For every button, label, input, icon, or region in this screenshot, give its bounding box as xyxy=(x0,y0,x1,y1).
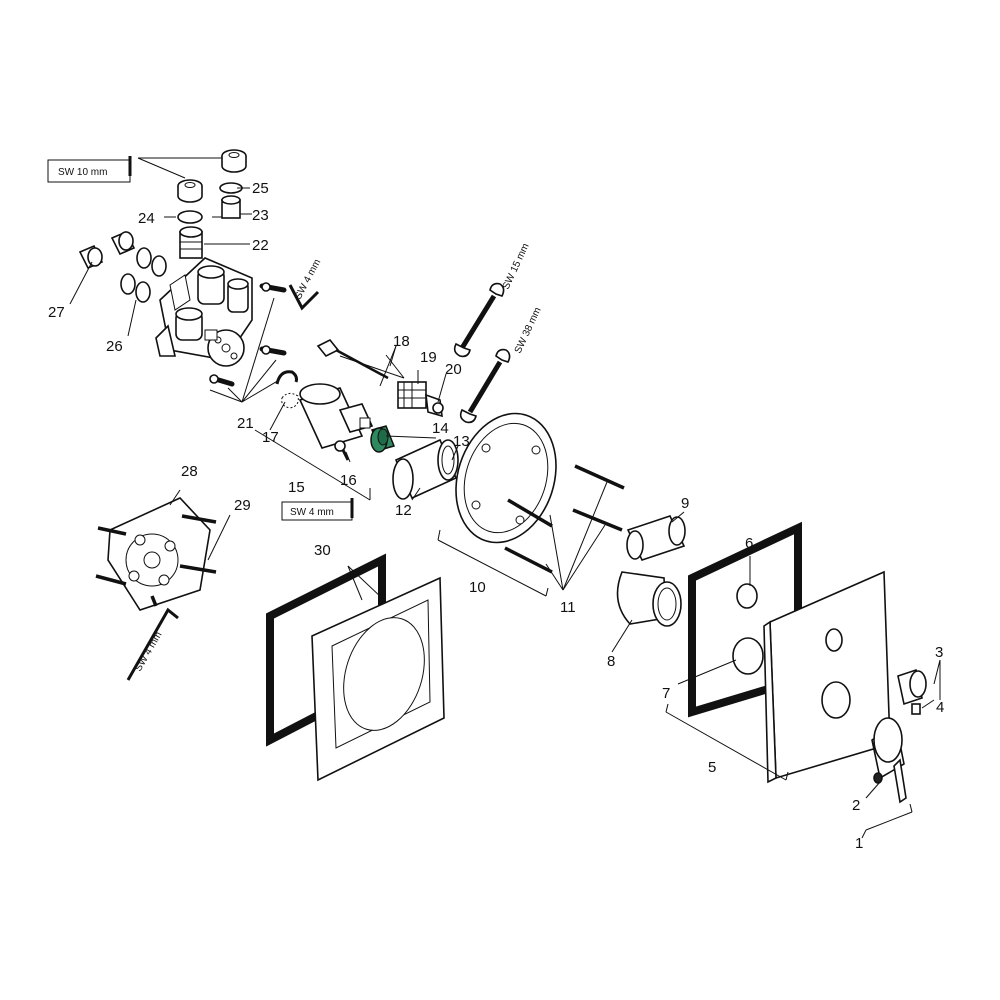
ring-14 xyxy=(370,425,396,453)
sleeve-12 xyxy=(392,438,459,500)
label-19: 19 xyxy=(420,349,437,366)
oring-24 xyxy=(177,210,203,224)
sw4-low-label: SW 4 mm xyxy=(133,630,164,674)
screws-21 xyxy=(209,282,287,403)
label-23: 23 xyxy=(252,207,269,224)
label-4: 4 xyxy=(936,699,944,716)
label-5: 5 xyxy=(708,759,716,776)
label-27: 27 xyxy=(48,304,65,321)
wrench-sw38: SW 38 mm xyxy=(459,306,544,424)
insert-20 xyxy=(425,393,444,418)
grub-screw-4 xyxy=(911,703,921,715)
screws-29 xyxy=(95,489,231,607)
label-30: 30 xyxy=(314,542,331,559)
cap-24-top xyxy=(177,179,203,203)
sleeve-27b xyxy=(78,244,104,270)
sw4-mid-label: SW 4 mm xyxy=(290,507,334,518)
label-14: 14 xyxy=(432,420,449,437)
label-15: 15 xyxy=(288,479,305,496)
label-9: 9 xyxy=(681,495,689,512)
check-valve-22 xyxy=(179,226,245,259)
button-3 xyxy=(897,668,927,706)
label-25: 25 xyxy=(252,180,269,197)
label-3: 3 xyxy=(935,644,943,661)
label-13: 13 xyxy=(453,433,470,450)
leader-lines xyxy=(69,187,941,839)
label-2: 2 xyxy=(852,797,860,814)
housing-28 xyxy=(107,497,211,611)
screws-11 xyxy=(504,464,625,591)
spindle-18 xyxy=(316,338,405,380)
sw4-low-tool: SW 4 mm xyxy=(126,607,179,681)
label-26: 26 xyxy=(106,338,123,355)
label-21: 21 xyxy=(237,415,254,432)
grub-screw-2 xyxy=(873,772,883,784)
label-17: 17 xyxy=(262,429,279,446)
sw4-mid-tool: SW 4 mm xyxy=(281,498,354,521)
label-22: 22 xyxy=(252,237,269,254)
handle-1 xyxy=(871,717,907,804)
label-16: 16 xyxy=(340,472,357,489)
check-valve-23 xyxy=(221,195,241,219)
label-20: 20 xyxy=(445,361,462,378)
cover-plate-5 xyxy=(763,570,891,784)
label-10: 10 xyxy=(469,579,486,596)
screw-16 xyxy=(334,440,350,461)
cap-25-top xyxy=(221,149,247,173)
orings-26 xyxy=(120,247,167,303)
sw4-top-label: SW 4 mm xyxy=(293,257,323,301)
cartridge-15 xyxy=(298,383,374,449)
label-8: 8 xyxy=(607,653,615,670)
sw4-top-tool: SW 4 mm xyxy=(288,257,323,311)
valve-body xyxy=(155,257,253,367)
label-6: 6 xyxy=(745,535,753,552)
mounting-frame-30 xyxy=(266,553,445,782)
sw10-label: SW 10 mm xyxy=(58,167,107,178)
clip-17 xyxy=(275,370,299,409)
sw10-tool-group: SW 10 mm xyxy=(47,156,222,183)
sleeve-8 xyxy=(616,571,682,627)
sleeve-27a xyxy=(110,230,136,256)
part-labels: 1 2 3 4 5 6 7 8 9 10 11 12 13 14 15 16 1… xyxy=(48,180,944,852)
label-1: 1 xyxy=(855,835,863,852)
spacer-9 xyxy=(626,515,686,561)
label-29: 29 xyxy=(234,497,251,514)
sw15-label: SW 15 mm xyxy=(501,242,532,291)
label-18: 18 xyxy=(393,333,410,350)
mounting-plate-10 xyxy=(455,412,557,544)
sw38-label: SW 38 mm xyxy=(513,306,544,355)
label-28: 28 xyxy=(181,463,198,480)
label-7: 7 xyxy=(662,685,670,702)
stop-unit-19 xyxy=(397,381,427,409)
label-24: 24 xyxy=(138,210,155,227)
label-11: 11 xyxy=(560,599,576,616)
label-12: 12 xyxy=(395,502,412,519)
